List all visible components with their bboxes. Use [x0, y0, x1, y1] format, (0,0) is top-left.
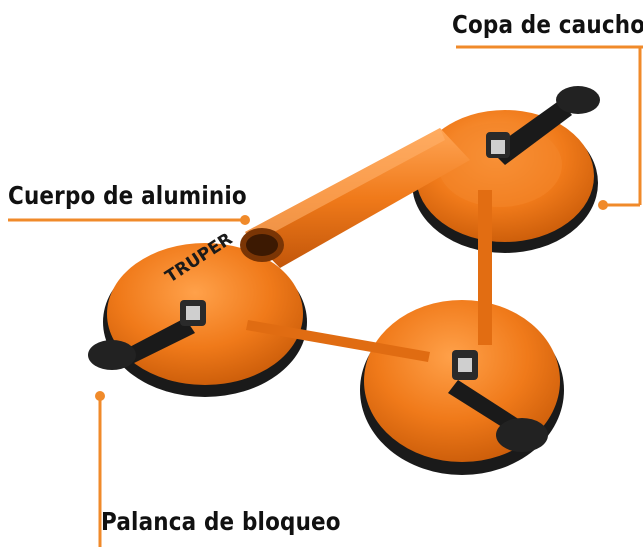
palanca-dot	[95, 391, 105, 401]
aluminum-body	[240, 128, 492, 362]
label-palanca-de-bloqueo: Palanca de bloqueo	[101, 507, 341, 536]
label-cuerpo-de-aluminio: Cuerpo de aluminio	[8, 181, 247, 210]
suction-cup-back	[412, 110, 598, 253]
callout-lines	[8, 45, 643, 547]
lever-left	[88, 300, 206, 370]
lever-right	[448, 350, 548, 452]
cuerpo-dot	[240, 215, 250, 225]
copa-dot	[598, 200, 608, 210]
lever-back	[486, 86, 600, 165]
label-copa-de-caucho: Copa de caucho	[452, 10, 643, 39]
